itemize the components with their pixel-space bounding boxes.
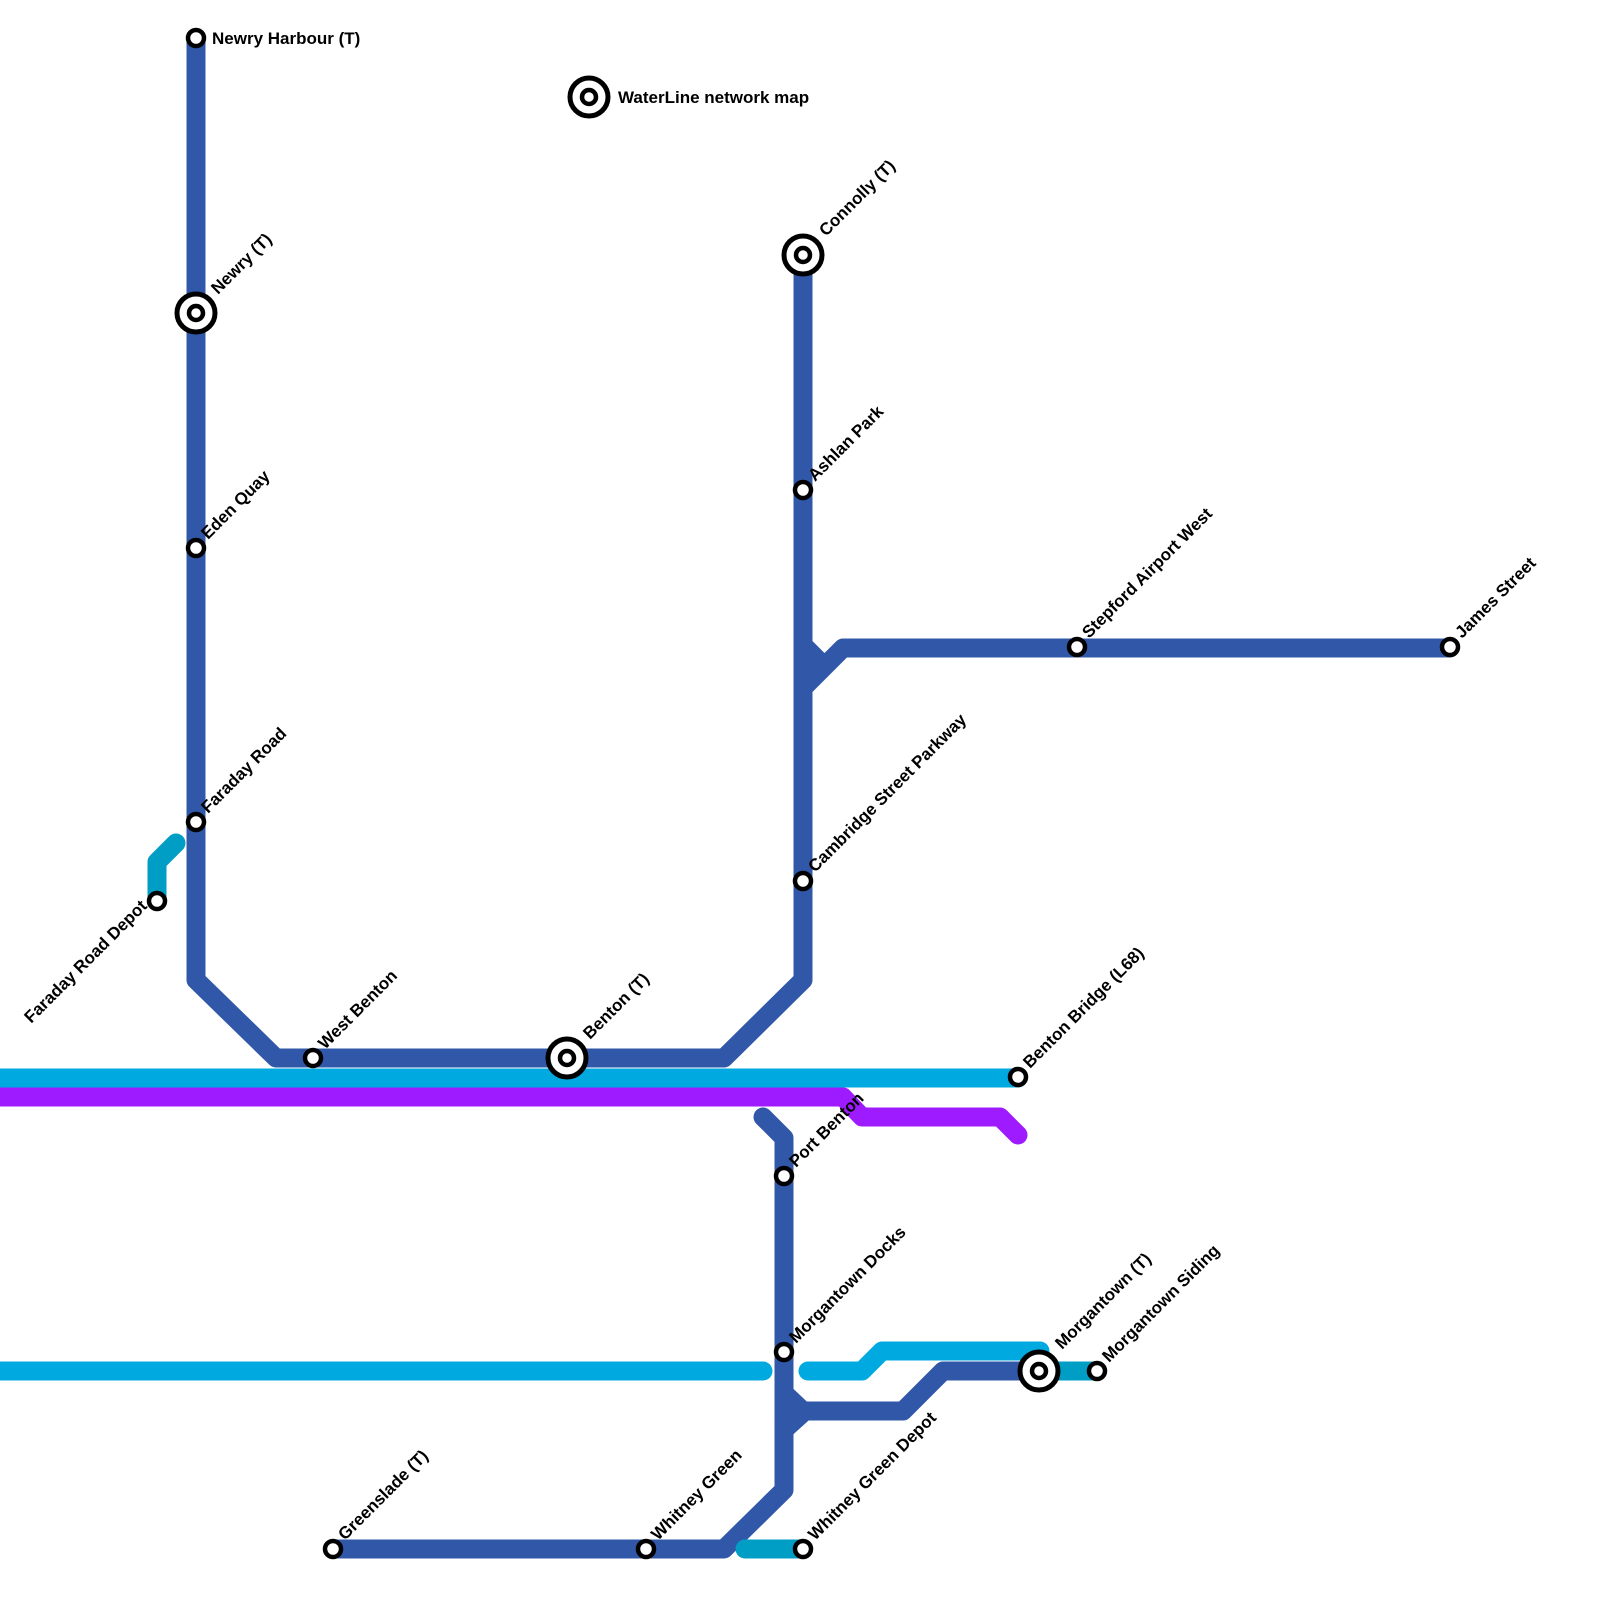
map-title: WaterLine network map (567, 75, 809, 119)
station-label: Whitney Green Depot (804, 1408, 940, 1544)
teal-line-faraday-road-depot (147, 833, 186, 911)
station-marker-icon (302, 1047, 324, 1069)
purple-line (0, 1087, 1028, 1145)
station-label: Morgantown Docks (785, 1223, 909, 1347)
station-marker-icon (185, 811, 207, 833)
station-marker-icon (635, 1538, 657, 1560)
station-label: Benton (T) (579, 969, 653, 1043)
station-marker-icon (792, 1538, 814, 1560)
station-label: Benton Bridge (L68) (1019, 944, 1147, 1072)
station-cambridge-street-parkway[interactable]: Cambridge Street Parkway (792, 710, 971, 892)
station-stepford-airport-west[interactable]: Stepford Airport West (1066, 504, 1216, 658)
station-connolly[interactable]: Connolly (T) (781, 156, 899, 277)
station-whitney-green-depot[interactable]: Whitney Green Depot (792, 1408, 940, 1560)
station-label: West Benton (314, 966, 401, 1053)
station-marker-icon (1086, 1360, 1108, 1382)
station-marker-icon (773, 1165, 795, 1187)
station-marker-icon (792, 870, 814, 892)
station-label: Greenslade (T) (334, 1446, 432, 1544)
station-morgantown-docks[interactable]: Morgantown Docks (773, 1223, 910, 1363)
station-marker-icon (1066, 636, 1088, 658)
station-marker-icon (185, 27, 207, 49)
station-james-street[interactable]: James Street (1439, 553, 1540, 658)
station-label: Morgantown Siding (1098, 1241, 1223, 1366)
station-label: Connolly (T) (815, 156, 899, 240)
station-marker-icon (773, 1341, 795, 1363)
station-marker-icon (146, 890, 168, 912)
station-marker-icon (322, 1538, 344, 1560)
map-title-text: WaterLine network map (618, 88, 809, 107)
dark-blue-branch-james-street (793, 638, 1460, 698)
dark-blue-junction-stub-lower (774, 1383, 813, 1421)
dark-blue-line-upper (186, 28, 813, 1068)
station-marker-icon (185, 537, 207, 559)
station-label: Stepford Airport West (1078, 504, 1216, 642)
dark-blue-line-lower (323, 1107, 794, 1559)
station-marker-icon (1439, 636, 1461, 658)
station-label: Newry (T) (207, 230, 275, 298)
station-marker-icon (792, 479, 814, 501)
station-faraday-road-depot[interactable]: Faraday Road Depot (20, 890, 168, 1027)
station-morgantown-siding[interactable]: Morgantown Siding (1086, 1241, 1223, 1382)
station-newry-harbour[interactable]: Newry Harbour (T) (185, 27, 360, 49)
station-benton-bridge[interactable]: Benton Bridge (L68) (1007, 944, 1148, 1088)
station-label: Faraday Road Depot (20, 896, 151, 1027)
dark-blue-junction-stub (793, 635, 832, 674)
station-label: Eden Quay (197, 466, 274, 543)
station-label: Ashlan Park (804, 402, 887, 485)
station-label: James Street (1451, 553, 1540, 642)
station-label: Newry Harbour (T) (212, 29, 360, 48)
station-label: Cambridge Street Parkway (804, 710, 970, 876)
light-blue-line-lower-east (798, 1341, 1050, 1381)
station-label: Faraday Road (197, 724, 290, 817)
station-marker-icon (1007, 1066, 1029, 1088)
